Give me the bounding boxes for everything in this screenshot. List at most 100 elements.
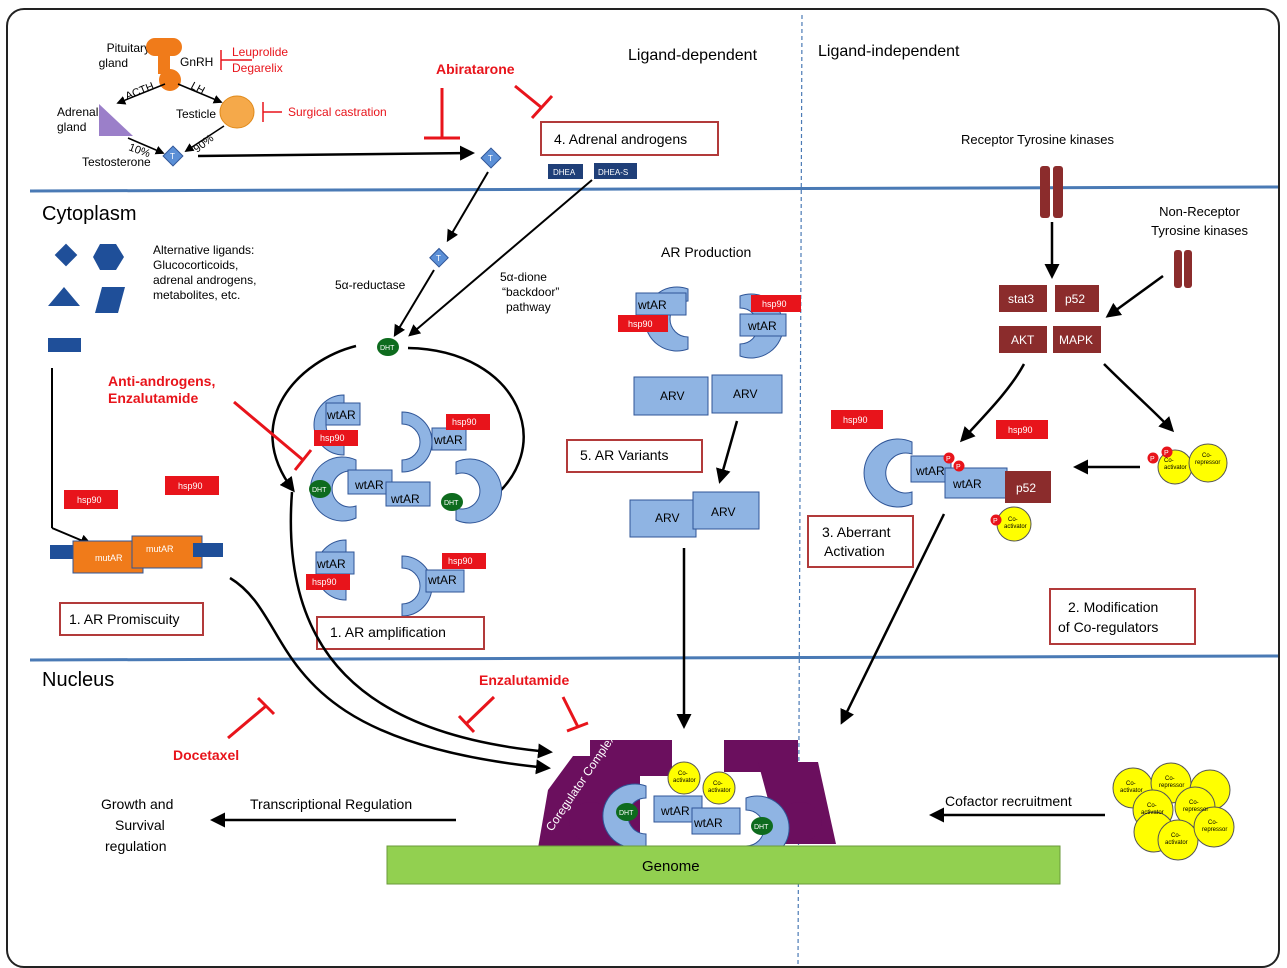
dht-right-curve [407,346,525,505]
cytoplasm-label: Cytoplasm [42,203,136,225]
ligand-hexagon-icon [93,244,124,270]
arv-unit [711,374,783,414]
wtar-label: wtAR [433,433,463,447]
lh-label: LH [189,80,207,97]
corepressor-label: Co-repressor [1202,820,1227,833]
enzalutamide-inhibition-2 [561,696,580,728]
hsp90-chip-label: hsp90 [448,556,473,566]
adrenal-androgens-box [540,121,719,156]
wtar-label: wtAR [660,804,690,818]
phospho-icon [1147,452,1159,464]
wtar-label: wtAR [693,816,723,830]
phospho-icon [990,514,1002,526]
coactivator-label: Co-activator [1165,833,1188,846]
dht-molecule-label: DHT [380,345,395,352]
hsp90-chip-label: hsp90 [312,577,337,587]
plasma-membrane [29,185,1279,193]
reductase-label: 5α-reductase [335,278,406,292]
adrenal-t-arrow [127,137,165,155]
dhea-s-chip [594,163,637,179]
degarelix-label: Degarelix [232,61,283,75]
ar-production-label: AR Production [661,244,751,260]
ar-dimer-dht [309,456,503,524]
arv-dimer-right [692,491,760,530]
cyto-t-diamond [429,247,449,268]
reductase-arrow [393,269,435,338]
dht-bound-left [309,480,331,498]
p52-box [1055,285,1099,312]
nucleus-label: Nucleus [42,669,114,691]
hsp90-chip-label: hsp90 [1008,425,1033,435]
phospho-label: P [993,518,998,525]
ligand-diamond-icon [54,243,78,267]
dht-nuclear-right [751,817,773,835]
ar-promiscuity-box [59,602,204,636]
corepressor-cluster [1188,443,1228,483]
adrenal-gland-icon [99,104,133,136]
ar-variants-box [566,439,703,473]
mapk-label: MAPK [1059,333,1093,347]
coactivator-label: Co-activator [708,781,731,794]
hsp90-chip-label: hsp90 [843,415,868,425]
t-transport-arrow [197,145,475,161]
cofactor-cluster [1112,762,1235,861]
cyto-t-label: T [436,254,441,263]
mutar-ligand-right [193,543,223,557]
hsp90-chip [751,295,801,312]
arv-label: ARV [711,505,735,519]
serum-t-diamond [480,147,502,169]
akt-box [999,326,1047,353]
nrtk-icon [1184,250,1192,288]
nrtk-icon [1174,250,1182,288]
phospho-label: P [1164,450,1169,457]
arv-unit [633,376,709,416]
hsp90-chip-label: hsp90 [77,495,102,505]
aberrant-ar-dimer [863,438,1008,508]
phospho-label: P [1150,456,1155,463]
dhea-label: DHEA [553,168,576,177]
ar-amplification-label: 1. AR amplification [330,624,446,640]
hsp90-chip-label: hsp90 [178,481,203,491]
hsp90-chip [306,574,350,590]
wtar-label: wtAR [952,477,982,491]
dht-bound-left-label: DHT [312,487,327,494]
ligand-rectangle-icon [48,338,81,352]
corepressor-label: Co-repressor [1159,776,1184,789]
testicle-icon [219,95,255,129]
modification-box [1049,588,1196,645]
antiandrogen-inhibition [233,400,304,462]
mutar-to-nucleus-arrow [229,576,551,775]
enzalutamide-label: Enzalutamide [479,672,569,688]
phospho-icon [943,452,955,464]
enzalutamide-inhibition-2-bar [566,721,589,733]
genome-label: Genome [642,858,700,875]
dht-bound-right [441,493,463,511]
backdoor-label: 5α-dione“backdoor”pathway [500,270,559,314]
dht-nuclear-left-label: DHT [619,810,634,817]
wtar-label: wtAR [915,464,945,478]
rtk-receptor-icon [1053,166,1063,218]
p52-bound-box [1005,471,1051,503]
wtar-label: wtAR [637,298,667,312]
dht-nuclear-right-label: DHT [754,824,769,831]
ligand-independent-label: Ligand-independent [818,43,960,60]
alternative-ligands-label: Alternative ligands:Glucocorticoids,adre… [153,243,256,302]
enzalutamide-inhibition-1 [464,695,496,726]
wtar-label: wtAR [747,319,777,333]
arv-dimer-left [629,499,697,538]
genome-bar [386,845,1061,885]
t-entry-arrow [446,171,489,243]
lh-arrow [177,83,223,104]
gnrh-label: GnRH [180,55,213,69]
wtar-label: wtAR [427,573,457,587]
testicle-t-arrow [184,125,225,152]
ar-promiscuity-label: 1. AR Promiscuity [69,611,179,627]
cofactor-label: Cofactor recruitment [945,793,1072,809]
phospho-label: P [956,464,961,471]
